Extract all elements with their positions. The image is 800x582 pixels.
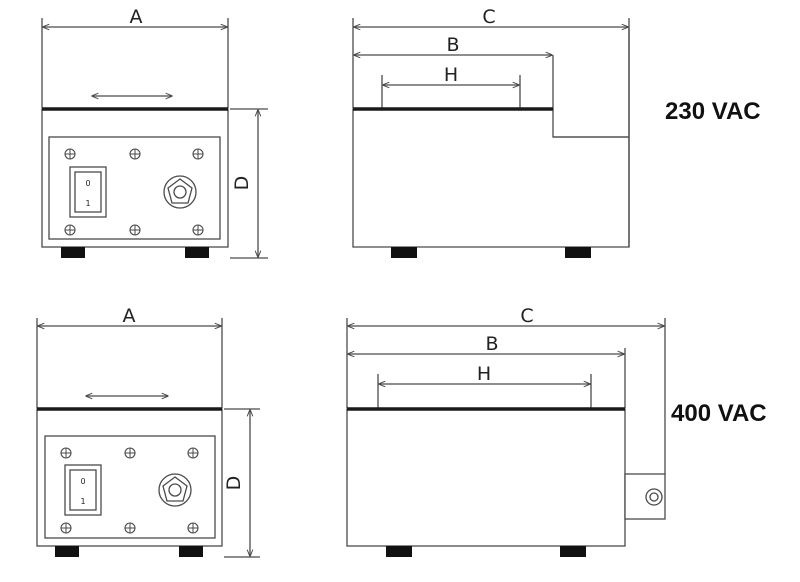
switch-off-label: 0 [80, 477, 85, 486]
foot [179, 546, 203, 557]
screw-icon [124, 447, 136, 459]
foot [55, 546, 79, 557]
rear-housing [553, 28, 630, 247]
side-view-400: C B H [346, 305, 666, 557]
foot [391, 247, 417, 258]
screw-icon [129, 224, 141, 236]
dimension-d-label: D [231, 176, 253, 191]
dimension-b-label: B [446, 34, 459, 56]
screw-icon [64, 224, 76, 236]
screw-icon [192, 148, 204, 160]
dimension-c-label: C [520, 305, 533, 327]
screw-icon [124, 522, 136, 534]
switch-on-label: 1 [80, 497, 85, 506]
connector-icon [645, 488, 663, 506]
screw-icon [187, 522, 199, 534]
screw-icon [187, 447, 199, 459]
cable-gland-icon [163, 175, 197, 209]
cable-gland-icon [158, 473, 192, 507]
voltage-label-230: 230 VAC [665, 98, 761, 125]
dimension-d-label: D [223, 476, 245, 491]
power-switch[interactable]: 0 1 [64, 464, 102, 516]
dimension-b-label: B [485, 333, 498, 355]
side-housing [346, 408, 626, 547]
switch-off-label: 0 [85, 179, 90, 188]
dimension-c-label: C [482, 6, 495, 28]
side-view-230: C B H [352, 6, 630, 258]
foot [560, 546, 586, 557]
foot [386, 546, 412, 557]
power-switch[interactable]: 0 1 [69, 166, 107, 218]
voltage-label-400: 400 VAC [671, 400, 767, 427]
switch-on-label: 1 [85, 199, 90, 208]
screw-icon [192, 224, 204, 236]
dimension-a-label: A [123, 305, 136, 327]
front-view-230: A 0 1 D [41, 6, 268, 259]
dimension-a-label: A [130, 6, 143, 28]
dimension-h-label: H [444, 64, 458, 86]
screw-icon [60, 447, 72, 459]
screw-icon [60, 522, 72, 534]
dimension-h-label: H [477, 363, 491, 385]
foot [61, 247, 85, 258]
foot [185, 247, 209, 258]
front-view-400: A 0 1 D [36, 305, 260, 558]
screw-icon [64, 148, 76, 160]
screw-icon [129, 148, 141, 160]
foot [565, 247, 591, 258]
